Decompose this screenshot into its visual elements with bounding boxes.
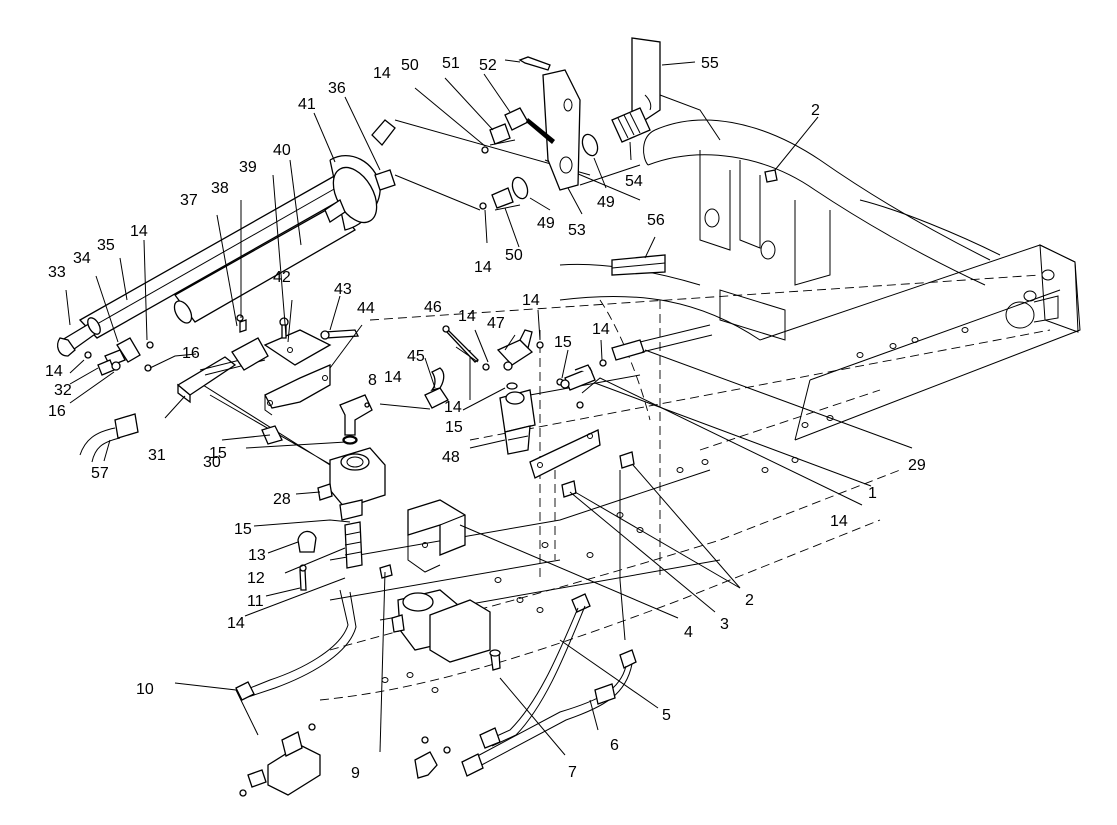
callout-15: 15: [554, 334, 572, 351]
callout-53: 53: [568, 222, 586, 239]
callout-55: 55: [701, 55, 719, 72]
fittings-50: [479, 123, 514, 210]
callout-44: 44: [357, 300, 375, 317]
frame-holes: [381, 327, 969, 693]
callout-8: 8: [368, 372, 377, 389]
coupler-51: [504, 107, 555, 144]
callout-14: 14: [522, 292, 540, 309]
callout-6: 6: [610, 737, 619, 754]
callout-34: 34: [73, 250, 91, 267]
callout-4: 4: [684, 624, 693, 641]
bolt-46: [442, 325, 480, 363]
callout-3: 3: [720, 616, 729, 633]
callout-15: 15: [234, 521, 252, 538]
callout-56: 56: [647, 212, 665, 229]
callout-15: 15: [209, 445, 227, 462]
callout-35: 35: [97, 237, 115, 254]
adapter-stack: [297, 521, 363, 591]
callout-labels: 1 2 2 3 4 5 6 7 8 9 10 11 12 13 14 14 14…: [45, 55, 926, 782]
callout-14: 14: [227, 615, 245, 632]
callout-46: 46: [424, 299, 442, 316]
callout-31: 31: [148, 447, 166, 464]
callout-43: 43: [334, 281, 352, 298]
callout-49: 49: [597, 194, 615, 211]
snap-rings-49: [511, 133, 599, 200]
callout-37: 37: [180, 192, 198, 209]
callout-13: 13: [248, 547, 266, 564]
callout-7: 7: [568, 764, 577, 781]
bracket-56: [611, 254, 666, 276]
callout-15: 14: [444, 399, 462, 416]
callout-33: 33: [48, 264, 66, 281]
bolt-52: [518, 56, 551, 71]
callout-14: 14: [45, 363, 63, 380]
callout-5: 5: [662, 707, 671, 724]
callout-48: 48: [442, 449, 460, 466]
callout-16: 16: [48, 403, 66, 420]
callout-39: 39: [239, 159, 257, 176]
callout-54: 54: [625, 173, 643, 190]
callout-10: 10: [136, 681, 154, 698]
callout-36: 36: [328, 80, 346, 97]
valve-bracket-4: [407, 499, 466, 573]
bottom-elbow: [414, 736, 451, 779]
callout-42: 42: [273, 269, 291, 286]
callout-14: 14: [130, 223, 148, 240]
callout-52: 52: [479, 57, 497, 74]
tube-fitting-29: [611, 324, 713, 361]
bracket-53: [542, 69, 581, 191]
switch-bracket-assembly: [176, 314, 360, 445]
callout-11: 11: [247, 593, 264, 610]
lower-valve-assembly: [391, 589, 491, 663]
callout-2: 2: [811, 102, 820, 119]
callout-38: 38: [211, 180, 229, 197]
callout-14: 14: [592, 321, 610, 338]
valve-block-28: [317, 447, 386, 521]
solenoid-valve-47: [496, 329, 534, 371]
relief-valve-1: [560, 364, 596, 391]
callout-57: 57: [91, 465, 109, 482]
nuts-2: [379, 169, 778, 579]
callout-14: 14: [373, 65, 391, 82]
callout-9: 9: [351, 765, 360, 782]
callout-29: 29: [908, 457, 926, 474]
callout-1: 1: [868, 485, 877, 502]
hydraulic-cylinder: [78, 119, 396, 339]
callout-14: 14: [830, 513, 848, 530]
hydraulic-tubes: [235, 589, 637, 777]
callout-14: 14: [458, 308, 476, 325]
callout-30: 30: [203, 454, 221, 471]
bottom-valve-left: [239, 723, 321, 797]
leader-lines: [65, 59, 913, 756]
callout-12: 12: [247, 570, 265, 587]
mounting-plate-3: [529, 429, 601, 479]
callout-15: 15: [445, 419, 463, 436]
elbow-fitting-8: [339, 394, 373, 445]
hose-fitting-45: [424, 367, 449, 409]
callout-50: 50: [401, 57, 419, 74]
callout-49: 49: [537, 215, 555, 232]
bolt-7: [489, 649, 501, 671]
callout-45: 45: [407, 348, 425, 365]
callout-14: 14: [384, 369, 402, 386]
callout-16: 16: [182, 345, 200, 362]
callout-47: 47: [487, 315, 505, 332]
small-fittings-left: [84, 341, 154, 376]
wire-connector: [79, 413, 139, 463]
callout-40: 40: [273, 142, 291, 159]
manifold-block-48: [499, 389, 536, 455]
callout-41: 41: [298, 96, 316, 113]
callout-28: 28: [273, 491, 291, 508]
callout-51: 51: [442, 55, 460, 72]
plate-55: [631, 37, 661, 121]
coupler-54: [611, 107, 651, 143]
callout-50: 50: [505, 247, 523, 264]
callout-32: 32: [54, 382, 72, 399]
callout-14: 14: [474, 259, 492, 276]
callout-2: 2: [745, 592, 754, 609]
